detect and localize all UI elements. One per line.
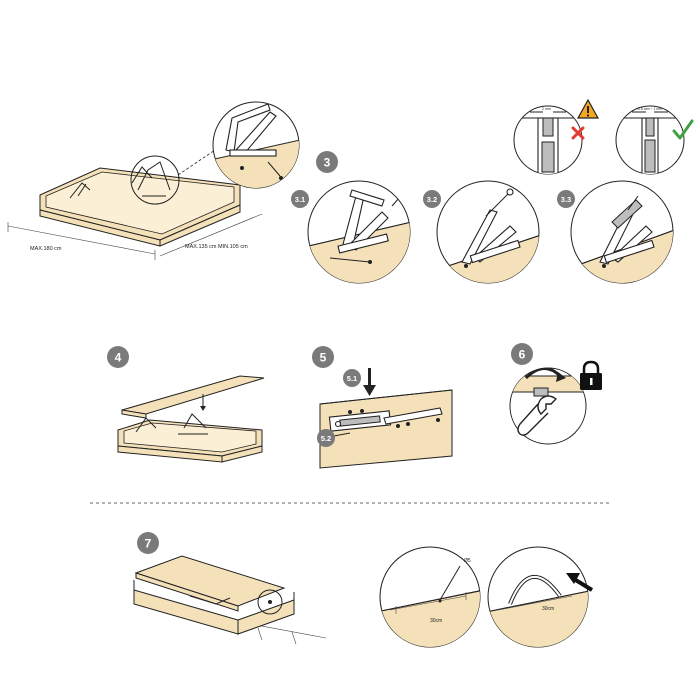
- step-3-1-detail: [307, 180, 411, 284]
- svg-text:5: 5: [320, 351, 327, 365]
- step-3-3-badge: 3.3: [557, 190, 575, 208]
- drill-detail-b: [487, 546, 589, 648]
- error-x-icon: [571, 126, 585, 140]
- step-5-illustration: [319, 389, 453, 469]
- svg-text:7: 7: [145, 537, 152, 551]
- gap-ok-label: ≈0.5 mm ÷ 1 mm: [636, 107, 662, 111]
- step-3-1-badge: 3.1: [291, 190, 309, 208]
- svg-text:5.1: 5.1: [347, 374, 357, 383]
- step-7-badge: 7: [137, 532, 159, 554]
- svg-text:3.3: 3.3: [561, 195, 571, 204]
- tolerance-wrong: 2 mm: [513, 105, 583, 175]
- svg-text:3: 3: [324, 156, 331, 170]
- bed-base-overview: [7, 149, 263, 260]
- tolerance-correct: ≈0.5 mm ÷ 1 mm: [615, 105, 685, 175]
- lock-icon: [580, 360, 602, 390]
- step-5-2-badge: 5.2: [317, 429, 335, 447]
- check-icon: [672, 119, 694, 140]
- svg-text:5.2: 5.2: [321, 434, 331, 443]
- step-3-badge: 3: [316, 151, 338, 173]
- arrow-down-icon: [363, 368, 376, 396]
- svg-text:3.1: 3.1: [295, 195, 305, 204]
- step-4-badge: 4: [107, 346, 129, 368]
- step-5-badge: 5: [312, 346, 334, 368]
- svg-text:3.2: 3.2: [427, 195, 437, 204]
- warning-icon: [576, 98, 600, 119]
- distance-label-a: 30cm: [430, 618, 442, 624]
- step-3-2-detail: [436, 180, 540, 284]
- step-4-illustration: [117, 375, 265, 463]
- max-length-label: MAX.180 cm: [30, 246, 62, 252]
- step-5-1-badge: 5.1: [343, 369, 361, 387]
- svg-text:4: 4: [115, 351, 122, 365]
- hole-diameter-label: Ø5: [464, 558, 471, 564]
- width-range-label: MAX.135 cm MIN.105 cm: [185, 244, 248, 250]
- step-3-3-detail: [570, 180, 674, 284]
- gap-small-label: 2 mm: [542, 107, 551, 111]
- svg-text:6: 6: [519, 348, 526, 362]
- step-6-badge: 6: [511, 343, 533, 365]
- step-7-illustration: [133, 555, 327, 645]
- distance-label-b: 30cm: [542, 606, 554, 612]
- step-3-2-badge: 3.2: [423, 190, 441, 208]
- wrench-icon: [517, 395, 558, 436]
- arrow-push-icon: [566, 573, 594, 592]
